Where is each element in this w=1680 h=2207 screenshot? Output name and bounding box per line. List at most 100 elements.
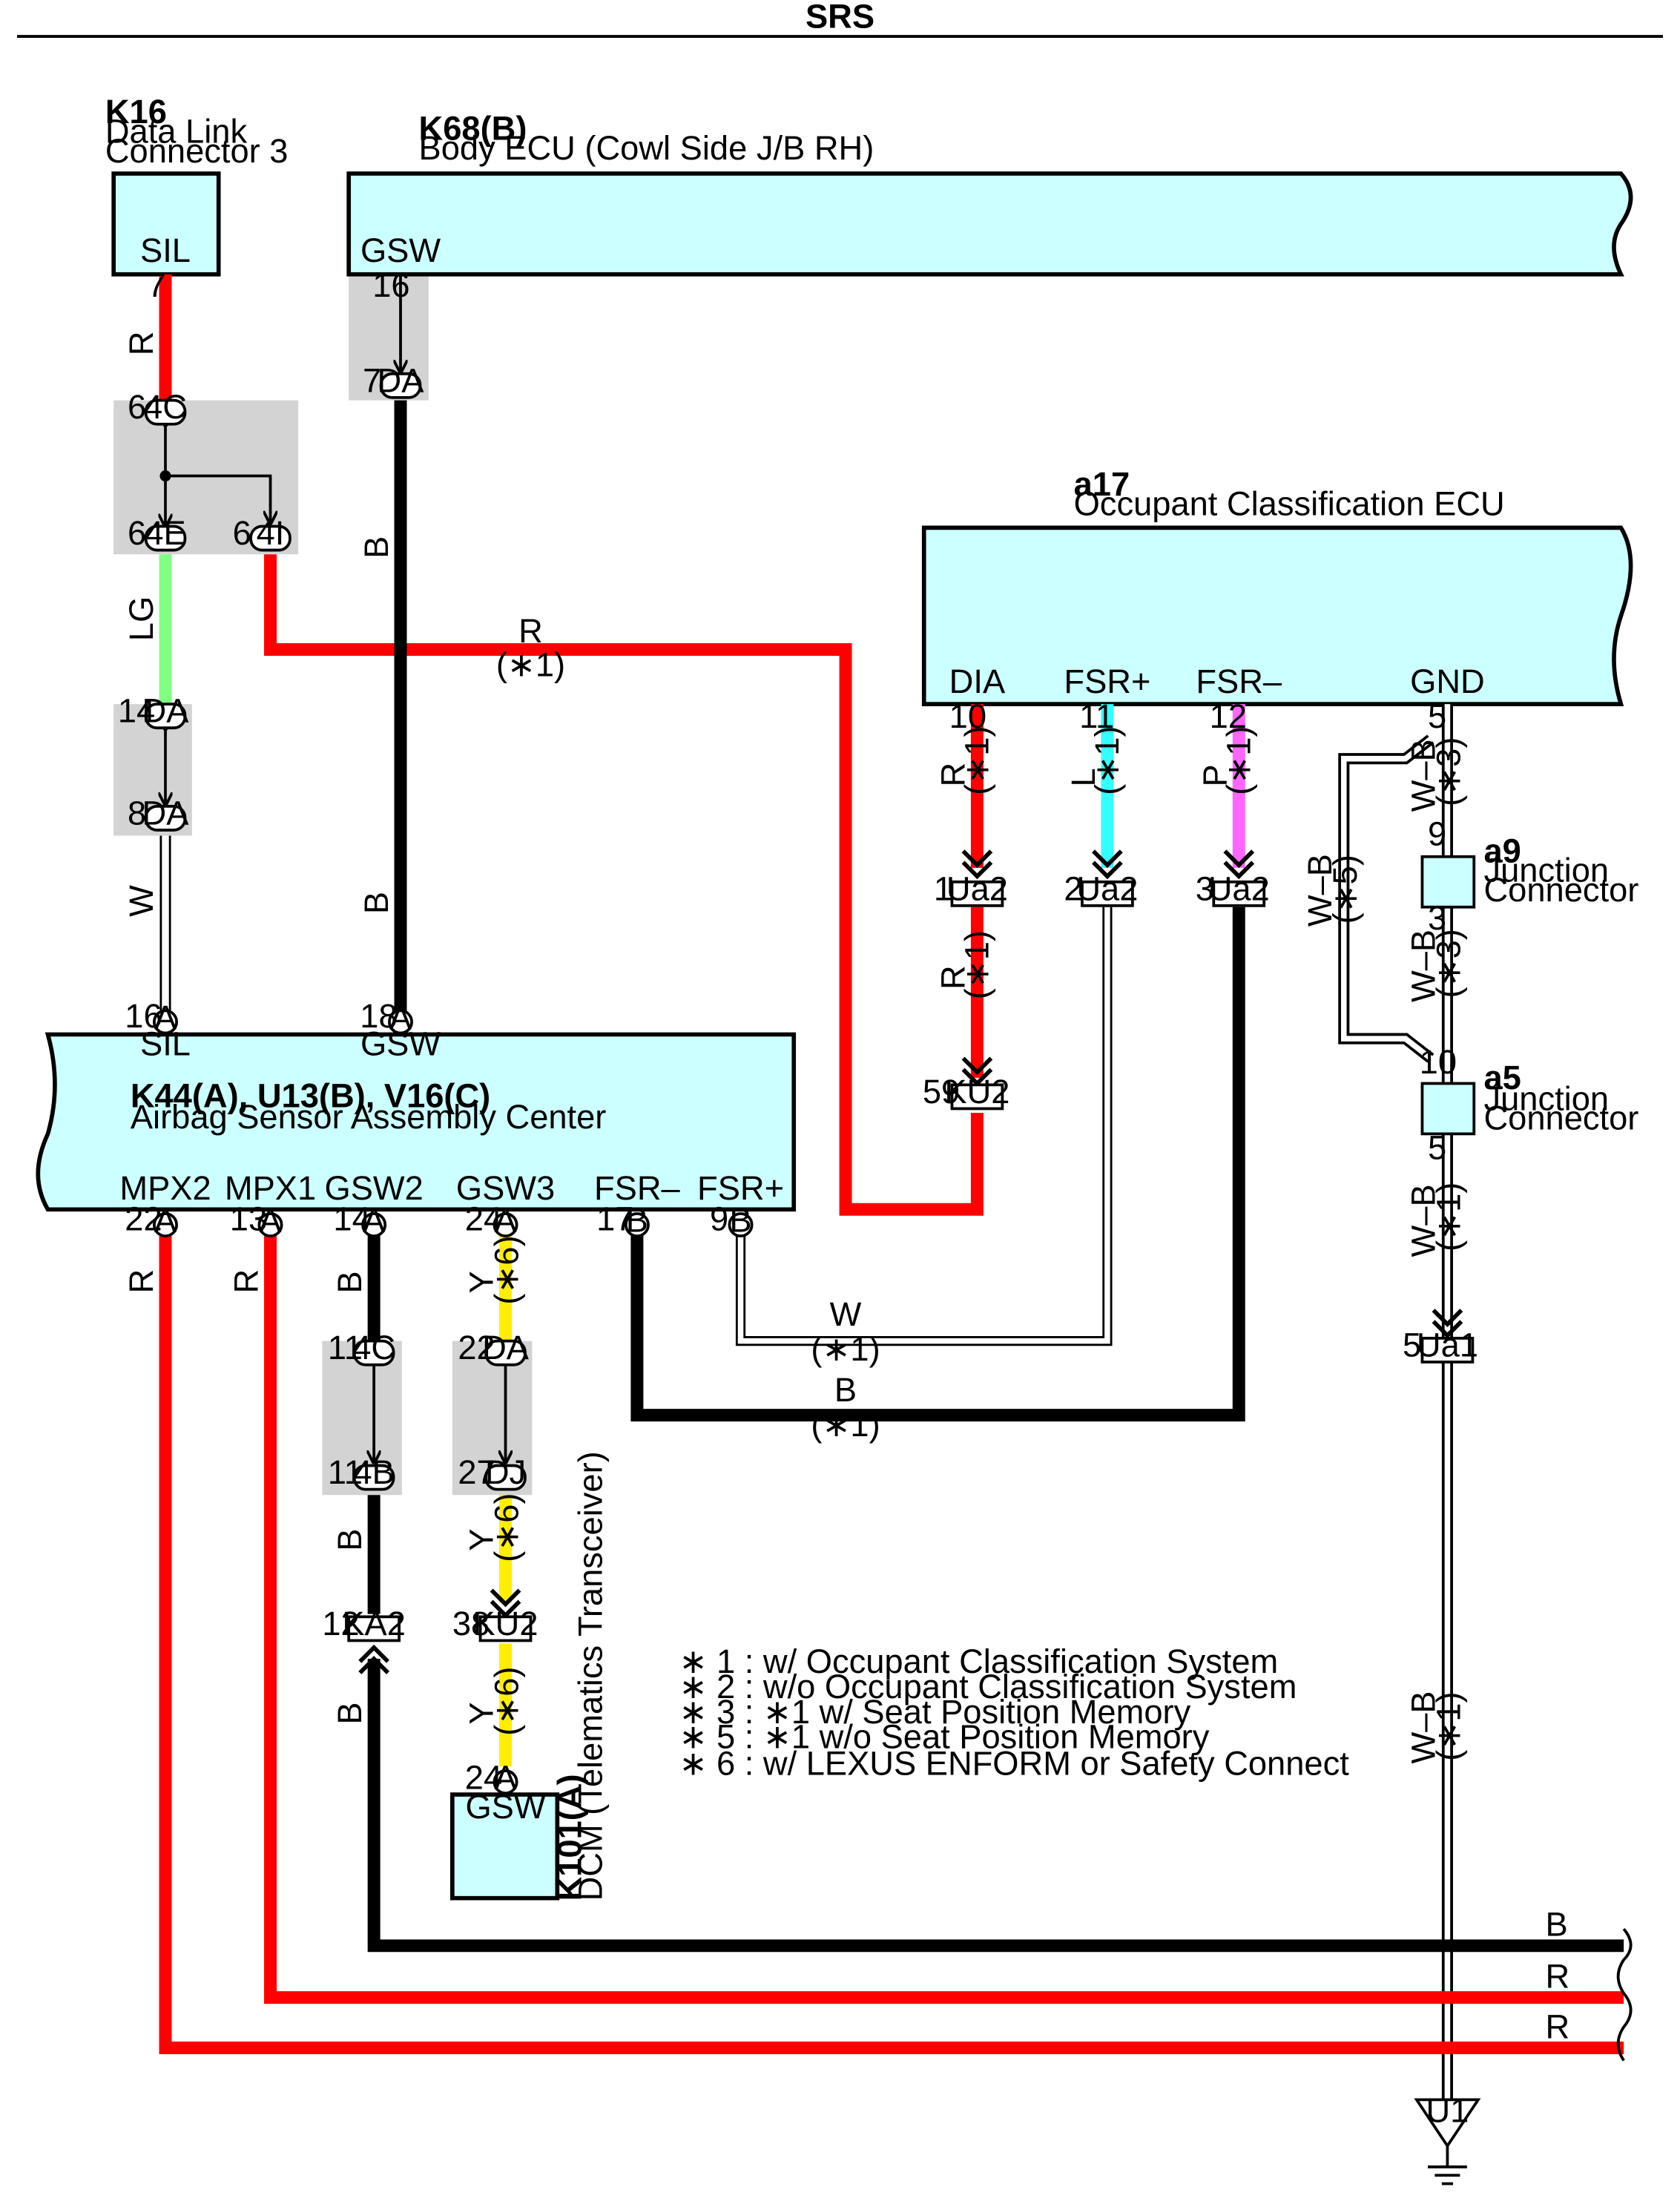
a17-pin-fsr-plus: FSR+ (1064, 662, 1150, 700)
svg-text:14: 14 (333, 1200, 370, 1238)
note-y-3: (∗6) (488, 1667, 526, 1736)
note-wb-bypass: (∗5) (1326, 855, 1364, 924)
svg-text:18: 18 (360, 997, 397, 1035)
conn-ua2-1: Ua2 (946, 869, 1008, 907)
svg-text:DA: DA (142, 794, 190, 832)
a17-name: Occupant Classification ECU (1074, 484, 1505, 522)
a17-pin-gnd: GND (1410, 662, 1485, 700)
k68-box: K68(B) Body ECU (Cowl Side J/B RH) GSW (346, 110, 1633, 277)
label-r-k16: R (122, 332, 160, 356)
k44-name: Airbag Sensor Assembly Center (131, 1098, 607, 1136)
svg-text:DA: DA (142, 692, 190, 730)
conn-ua2-2: Ua2 (1076, 869, 1138, 907)
ground-u1: U1 (1414, 2092, 1481, 2185)
note-y-2: (∗6) (488, 1493, 526, 1562)
svg-text:A: A (154, 1201, 177, 1239)
svg-text:59: 59 (923, 1073, 960, 1111)
round-connectors: A A A A A A B B A (153, 999, 754, 1796)
label-wb-2: W–B (1404, 930, 1442, 1002)
conn-a-14: A (361, 1201, 387, 1239)
a9-name2: Connector (1483, 871, 1638, 909)
label-w: W (122, 885, 160, 917)
k101-name: DCM (Telematics Transceiver) (572, 1451, 610, 1901)
svg-text:DA: DA (482, 1329, 530, 1366)
note-p: (∗1) (1219, 726, 1257, 795)
conn-dj-27: DJ (484, 1453, 527, 1491)
wire-bypass (1341, 737, 1433, 1061)
a17-code: a17 (1074, 465, 1130, 503)
svg-text:13: 13 (230, 1200, 267, 1238)
svg-text:5: 5 (1403, 1326, 1421, 1364)
svg-text:24: 24 (465, 1200, 502, 1238)
svg-text:Ua1: Ua1 (1417, 1326, 1478, 1364)
label-b-right: B (1546, 1906, 1568, 1944)
svg-text:A: A (494, 1201, 517, 1239)
svg-text:KA2: KA2 (342, 1605, 406, 1642)
a5-name1: Junction (1483, 1079, 1609, 1117)
label-b-gsw-1: B (358, 536, 395, 559)
conn-a-24-k101: A (493, 1758, 518, 1796)
svg-text:A: A (154, 999, 177, 1036)
conn-4e: 4E (144, 514, 187, 552)
splice-areas (113, 274, 533, 1496)
svg-text:A: A (389, 999, 412, 1036)
junction-a5: a5 Junction Connector (1420, 1059, 1638, 1137)
svg-text:A: A (363, 1201, 386, 1239)
conn-ku2-38: KU2 (472, 1605, 538, 1642)
rect-connectors: Ua2 Ua2 Ua2 KU2 KA2 KU2 Ua1 (342, 869, 1478, 1642)
conn-ka2-12: KA2 (342, 1605, 406, 1642)
svg-text:4E: 4E (145, 514, 185, 552)
label-r-mpx2: R (122, 1269, 160, 1294)
a17-box: a17 Occupant Classification ECU DIA FSR+… (921, 465, 1633, 706)
svg-text:Ua2: Ua2 (1076, 869, 1138, 907)
label-lg: LG (122, 596, 160, 641)
oval-connectors: 4C 4E 4I DA DA DA 4C 4B DA DJ (142, 361, 530, 1491)
legend-item: ∗ 6 : w/ LEXUS ENFORM or Safety Connect (679, 1745, 1350, 1783)
conn-4i: 4I (249, 514, 291, 552)
note-dia-1: (∗1) (958, 726, 996, 795)
wire-4i-red (264, 554, 984, 1216)
page-title: SRS (806, 0, 874, 36)
a9-code: a9 (1483, 832, 1521, 869)
label-y-2: Y (463, 1528, 501, 1550)
wire-fsr-plus-w (737, 907, 1110, 1344)
label-y-1: Y (463, 1271, 501, 1293)
conn-a-16: A (153, 999, 178, 1036)
note-dia-2: (∗1) (958, 930, 996, 999)
svg-text:DJ: DJ (485, 1453, 526, 1491)
conn-a-24: A (493, 1201, 518, 1239)
a5-name2: Connector (1483, 1099, 1638, 1137)
label-l: L (1064, 768, 1102, 786)
label-r-dia-2: R (934, 965, 972, 990)
label-wb-bypass: W–B (1301, 854, 1339, 927)
k44-code: K44(A), U13(B), V16(C) (131, 1077, 490, 1115)
label-p: P (1196, 764, 1233, 786)
k44-pin-fsr-plus: FSR+ (697, 1169, 784, 1207)
ground-label: U1 (1426, 2092, 1469, 2130)
svg-text:10: 10 (949, 697, 986, 735)
label-r-dia-1: R (934, 763, 972, 787)
k68-name: Body ECU (Cowl Side J/B RH) (419, 129, 874, 167)
conn-ua1-5: Ua1 (1417, 1326, 1478, 1364)
svg-text:22: 22 (125, 1200, 162, 1238)
k68-pin-gsw: GSW (360, 231, 441, 269)
conn-ku2-59: KU2 (944, 1073, 1009, 1111)
k44-pin-gsw3: GSW3 (456, 1169, 555, 1207)
pin-numbers: 7 6 6 6 14 8 16 7 16 18 10 11 12 5 1 2 3… (118, 266, 1457, 1796)
wire-mpx2-red (159, 1236, 1624, 2055)
note-4i: (∗1) (496, 645, 565, 683)
conn-da-7: DA (378, 361, 425, 399)
k68-code: K68(B) (419, 110, 527, 148)
svg-text:Ua2: Ua2 (946, 869, 1008, 907)
svg-text:12: 12 (1210, 697, 1247, 735)
svg-text:4C: 4C (352, 1329, 395, 1366)
label-b-gsw2-1: B (331, 1271, 369, 1293)
junction-a9: a9 Junction Connector (1420, 832, 1638, 909)
label-b-fsr: B (834, 1371, 857, 1409)
conn-da-22: DA (482, 1329, 530, 1366)
conn-a-18: A (388, 999, 413, 1036)
conn-ua2-3: Ua2 (1208, 869, 1270, 907)
conn-4c-top: 4C (144, 388, 187, 426)
wire-color-labels: R LG W B B R (∗1) R (∗1) R (∗1) L (∗1) P… (122, 332, 1569, 2046)
k16-pin-sil: SIL (140, 231, 191, 269)
